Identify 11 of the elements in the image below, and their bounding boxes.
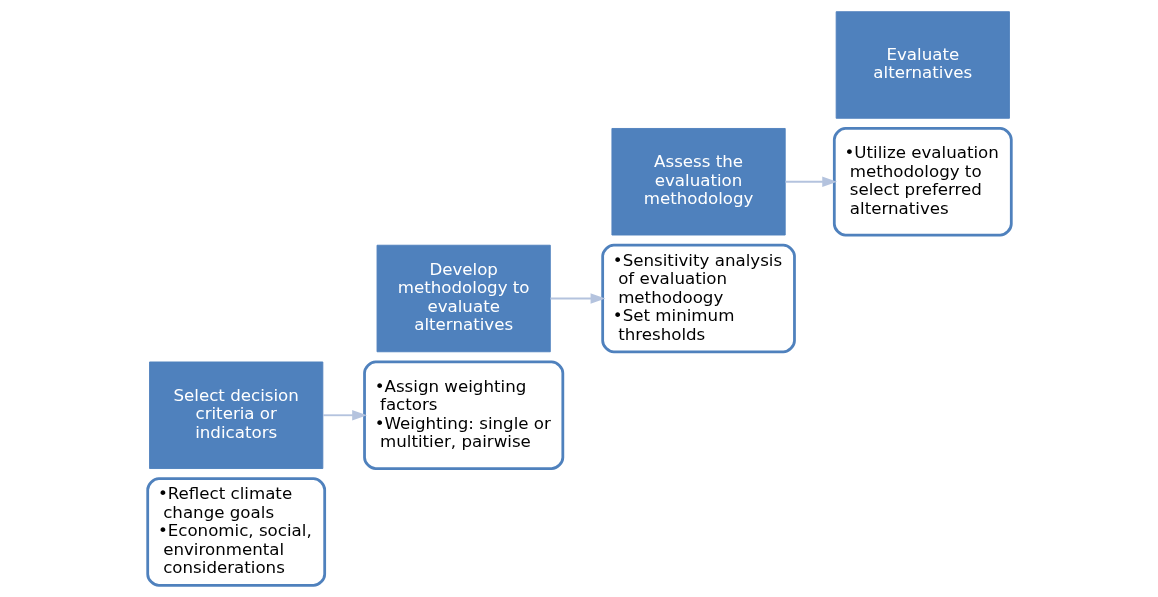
- arrow: [784, 176, 837, 187]
- node-box: •Assign weighting factors •Weighting: single or multitier, pairwise: [362, 360, 564, 470]
- arrow: [548, 293, 605, 304]
- arrow: [321, 410, 367, 421]
- node-box: Evaluate alternatives: [835, 11, 1010, 119]
- node-box: •Utilize evaluation methodology to select preferred alternatives: [832, 127, 1013, 237]
- node-box: Assess the evaluation methodology: [610, 128, 786, 236]
- node-box: Develop methodology to evaluate alternatives: [376, 244, 551, 353]
- node-box: •Reflect climate change goals •Economic, social, environmental considerations: [145, 477, 326, 587]
- node-box: Select decision criteria or indicators: [148, 361, 323, 469]
- node-box: •Sensitivity analysis of evaluation methodoogy •Set minimum thresholds: [600, 243, 796, 354]
